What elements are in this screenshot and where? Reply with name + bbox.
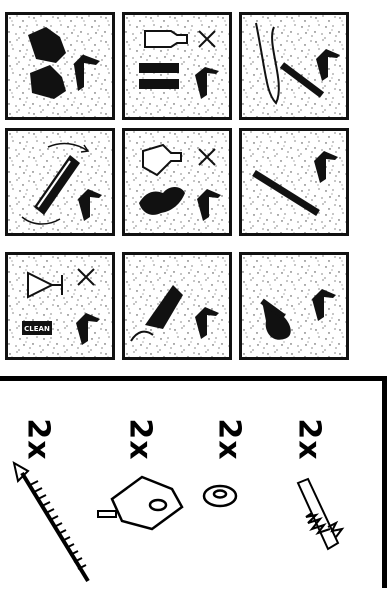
care-tile-rotate-bar [5, 128, 115, 236]
round-stone-icon [242, 255, 346, 357]
care-instructions-grid: CLEAN [0, 0, 390, 370]
wet-surface-icon [125, 255, 229, 357]
care-tile-wet-surface [122, 252, 232, 360]
care-tile-round-stone [239, 252, 349, 360]
spray-crossed-icon [125, 131, 229, 233]
wall-plug-icon [290, 477, 350, 567]
care-tile-scribble [239, 12, 349, 120]
pen-crossed-icon [125, 15, 229, 117]
part-quantity-screw: 2x [18, 409, 58, 469]
care-tile-straight-bar [239, 128, 349, 236]
gloves-icon [8, 15, 112, 117]
scribble-draw-icon [242, 15, 346, 117]
part-quantity-bracket: 2x [120, 409, 160, 469]
washer-icon [200, 481, 240, 511]
part-quantity-washer: 2x [209, 409, 249, 469]
glass-crossed-icon: CLEAN [8, 255, 112, 357]
straight-bar-icon [242, 131, 346, 233]
care-tile-no-spray [122, 128, 232, 236]
care-tile-no-pen [122, 12, 232, 120]
care-tile-no-glass: CLEAN [5, 252, 115, 360]
screw-icon [8, 461, 98, 589]
rotate-bar-icon [8, 131, 112, 233]
bracket-icon [92, 469, 192, 539]
clean-label: CLEAN [24, 325, 50, 333]
part-quantity-wall-plug: 2x [289, 409, 329, 469]
care-tile-gloves [5, 12, 115, 120]
hardware-parts-panel: 2x 2x 2x 2x [0, 376, 387, 588]
